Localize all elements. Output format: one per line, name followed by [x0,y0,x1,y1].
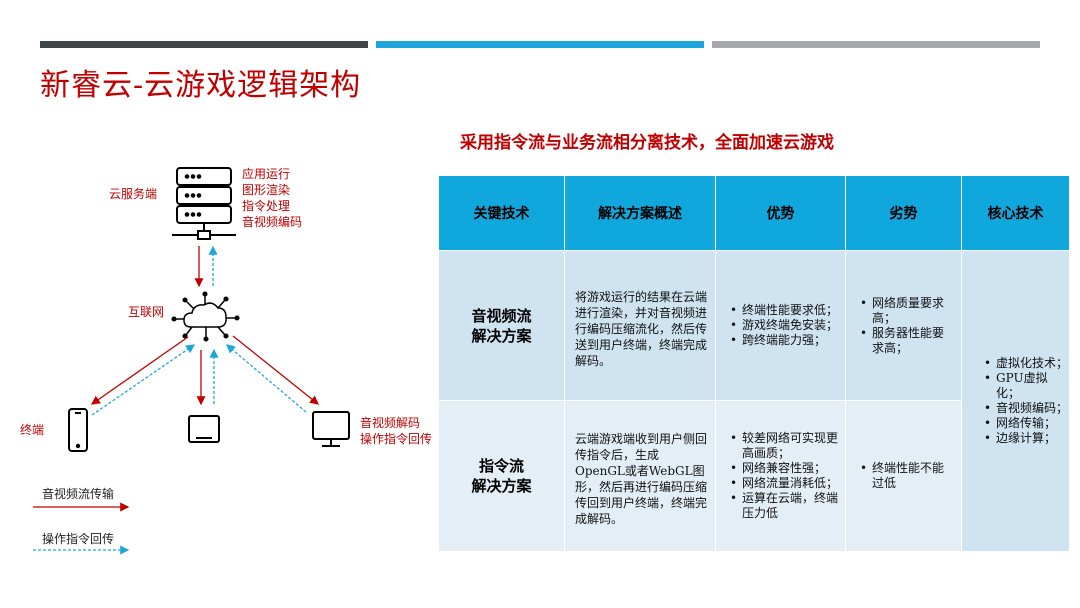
table-header-cell: 关键技术 [439,176,564,250]
con-item: 网络质量要求高； [860,296,953,326]
table-header-cell: 优势 [716,176,845,250]
pro-item: 游戏终端免安装； [730,318,838,333]
core-item: GPU虚拟化； [984,371,1069,401]
network-cloud-icon [171,291,240,342]
row-pros: 终端性能要求低； 游戏终端免安装； 跨终端能力强； [716,251,845,400]
row-name-line: 解决方案 [471,477,532,495]
row-description: 将游戏运行的结果在云端进行渲染，并对音视频进行编码压缩流化，然后传送到用户终端，… [565,251,715,400]
terminal-function: 操作指令回传 [360,432,433,446]
row-name-audio-video: 音视频流解决方案 [439,251,564,400]
server-icon [172,167,236,240]
row-name-line: 音视频流 [471,306,532,325]
pro-item: 跨终端能力强； [730,333,838,348]
top-bar-dark [40,41,368,48]
row-cons: 终端性能不能过低 [846,401,961,551]
pro-item: 网络流量消耗低； [730,476,839,491]
con-item: 服务器性能要求高； [860,326,953,356]
terminal-function: 音视频解码 [360,416,421,430]
terminal-functions: 音视频解码 操作指令回传 [360,415,432,447]
table-header-cell: 劣势 [846,176,961,250]
row-pros: 较差网络可实现更高画质； 网络兼容性强； 网络流量消耗低； 运算在云端，终端压力… [716,401,845,551]
legend-command-label: 操作指令回传 [42,532,115,546]
terminal-label: 终端 [20,423,45,437]
server-label: 云服务端 [109,187,158,201]
server-function: 应用运行 [242,167,291,181]
table-header-cell: 核心技术 [962,176,1069,250]
row-name-line: 解决方案 [471,326,532,345]
server-functions: 应用运行 图形渲染 指令处理 音视频编码 [242,166,302,230]
core-item: 边缘计算； [984,431,1069,446]
tablet-icon [188,415,220,443]
server-function: 音视频编码 [242,215,303,229]
architecture-diagram [33,167,350,555]
comparison-table: 关键技术 解决方案概述 优势 劣势 核心技术 音视频流解决方案 将游戏运行的结果… [439,176,1069,551]
page-subtitle: 采用指令流与业务流相分离技术，全面加速云游戏 [460,133,834,153]
row-cons: 网络质量要求高； 服务器性能要求高； [846,251,961,400]
con-item: 终端性能不能过低 [860,461,953,491]
core-item: 虚拟化技术； [984,356,1069,371]
network-label: 互联网 [128,305,165,319]
pro-item: 网络兼容性强； [730,461,839,476]
pro-item: 运算在云端，终端压力低 [730,491,839,521]
server-function: 图形渲染 [242,183,291,197]
row-description: 云端游戏端收到用户侧回传指令后，生成OpenGL或者WebGL图形，然后再进行编… [565,401,715,551]
row-name-line: 指令流 [478,457,524,475]
row-name-command: 指令流解决方案 [439,401,564,551]
page-title: 新睿云-云游戏逻辑架构 [40,68,362,103]
monitor-icon [312,411,350,447]
pro-item: 较差网络可实现更高画质； [730,431,839,461]
top-bar-blue [376,41,704,48]
phone-icon [68,408,88,452]
top-bar-gray [712,41,1040,48]
pro-item: 终端性能要求低； [730,303,838,318]
core-item: 网络传输； [984,416,1069,431]
legend-stream-label: 音视频流传输 [42,487,115,501]
core-item: 音视频编码； [984,401,1069,416]
table-header-cell: 解决方案概述 [565,176,715,250]
server-function: 指令处理 [242,199,291,213]
core-technologies: 虚拟化技术； GPU虚拟化； 音视频编码； 网络传输； 边缘计算； [962,251,1069,551]
